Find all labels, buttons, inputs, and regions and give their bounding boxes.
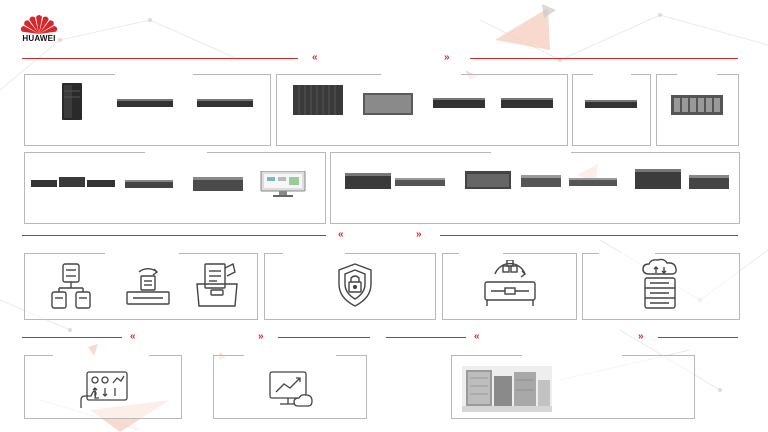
storage-array-icon bbox=[345, 173, 391, 189]
rack-server-icon bbox=[501, 98, 553, 108]
service-panel-2 bbox=[213, 355, 367, 419]
product-panel-3 bbox=[572, 74, 651, 146]
cloud-monitor-icon bbox=[269, 371, 313, 407]
service-panel-3 bbox=[451, 355, 695, 419]
section-rule bbox=[470, 58, 738, 59]
rack-server-icon bbox=[433, 98, 485, 108]
section-rule bbox=[386, 337, 466, 338]
product-panel-1 bbox=[24, 74, 271, 146]
rack-server-icon bbox=[117, 99, 173, 107]
solution-panel-4 bbox=[582, 253, 740, 320]
security-shield-icon bbox=[338, 263, 372, 307]
storage-array-icon bbox=[193, 177, 243, 191]
database-hierarchy-icon bbox=[51, 263, 91, 309]
huawei-logo-icon bbox=[20, 15, 58, 34]
rack-server-icon bbox=[395, 178, 445, 186]
service-panel-1 bbox=[24, 355, 182, 419]
tower-server-icon bbox=[62, 83, 82, 120]
rack-server-icon bbox=[125, 180, 173, 188]
product-panel-4 bbox=[656, 74, 739, 146]
section-chevron-left: « bbox=[338, 229, 343, 240]
section-rule bbox=[22, 337, 122, 338]
product-panel-6 bbox=[330, 152, 740, 224]
storage-array-icon bbox=[671, 95, 723, 115]
product-panel-2 bbox=[276, 74, 568, 146]
archive-box-icon bbox=[196, 262, 238, 307]
storage-array-icon bbox=[635, 169, 681, 189]
logo-text: HUAWEI bbox=[22, 34, 56, 43]
data-migration-icon bbox=[126, 268, 170, 305]
section-chevron-right: » bbox=[638, 331, 643, 342]
hand-dashboard-icon bbox=[80, 371, 128, 408]
solution-panel-1 bbox=[24, 253, 258, 320]
section-rule bbox=[440, 235, 738, 236]
backup-appliance-icon bbox=[484, 260, 536, 306]
rack-server-icon bbox=[689, 175, 729, 189]
solution-panel-3 bbox=[442, 253, 577, 320]
product-panel-5 bbox=[24, 152, 326, 224]
cloud-storage-icon bbox=[642, 258, 677, 309]
storage-array-icon bbox=[465, 171, 511, 189]
datacenter-photo bbox=[462, 366, 552, 412]
huawei-logo: HUAWEI bbox=[20, 12, 58, 43]
section-chevron-right: » bbox=[444, 52, 449, 63]
storage-array-icon bbox=[293, 85, 343, 115]
rack-server-icon bbox=[569, 178, 617, 186]
monitor-dashboard-icon bbox=[260, 171, 306, 197]
section-chevron-left: « bbox=[130, 331, 135, 342]
section-chevron-left: « bbox=[312, 52, 317, 63]
storage-array-icon bbox=[363, 93, 413, 115]
rack-server-icon bbox=[585, 100, 637, 108]
storage-array-icon bbox=[31, 177, 115, 187]
section-rule bbox=[22, 58, 298, 59]
rack-server-icon bbox=[521, 175, 561, 187]
solution-panel-2 bbox=[264, 253, 436, 320]
section-chevron-right: » bbox=[416, 229, 421, 240]
section-rule bbox=[278, 337, 370, 338]
section-rule bbox=[658, 337, 738, 338]
rack-server-icon bbox=[197, 99, 253, 107]
section-rule bbox=[22, 235, 326, 236]
section-chevron-left: « bbox=[474, 331, 479, 342]
section-chevron-right: » bbox=[258, 331, 263, 342]
